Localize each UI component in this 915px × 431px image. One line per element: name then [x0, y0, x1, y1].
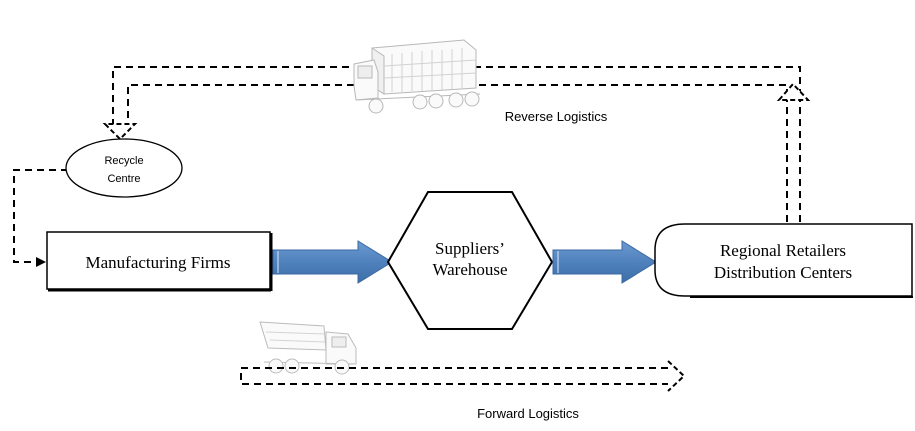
container-truck-icon [353, 39, 481, 114]
forward-logistics-label: Forward Logistics [477, 406, 579, 421]
reverse-arrowhead-down [102, 123, 138, 141]
regional-retailers-node: Regional Retailers Distribution Centers [654, 223, 913, 298]
dump-truck-icon [259, 321, 357, 375]
recycle-to-manufacturing-path [13, 169, 68, 263]
manufacturing-firms-node: Manufacturing Firms [46, 231, 273, 292]
forward-logistics-path [240, 367, 668, 385]
reverse-logistics-label: Reverse Logistics [505, 109, 608, 124]
regional-retailers-label-line1: Regional Retailers [720, 241, 846, 260]
recycle-arrowhead [36, 257, 46, 267]
recycle-centre-node: Recycle Centre [65, 138, 183, 198]
recycle-centre-label-line1: Recycle [104, 155, 143, 167]
suppliers-warehouse-label-line1: Suppliers’ [435, 239, 505, 258]
manufacturing-firms-label: Manufacturing Firms [86, 253, 231, 272]
forward-arrow-warehouse-to-retailers [552, 240, 657, 284]
reverse-arrowhead-up [776, 82, 811, 101]
forward-logistics-arrowhead [667, 360, 686, 392]
suppliers-warehouse-node: Suppliers’ Warehouse [386, 191, 554, 330]
recycle-centre-label-line2: Centre [107, 173, 140, 185]
suppliers-warehouse-label-line2: Warehouse [432, 260, 507, 279]
forward-arrow-manufacturing-to-warehouse [272, 240, 393, 284]
regional-retailers-label-line2: Distribution Centers [714, 263, 852, 282]
